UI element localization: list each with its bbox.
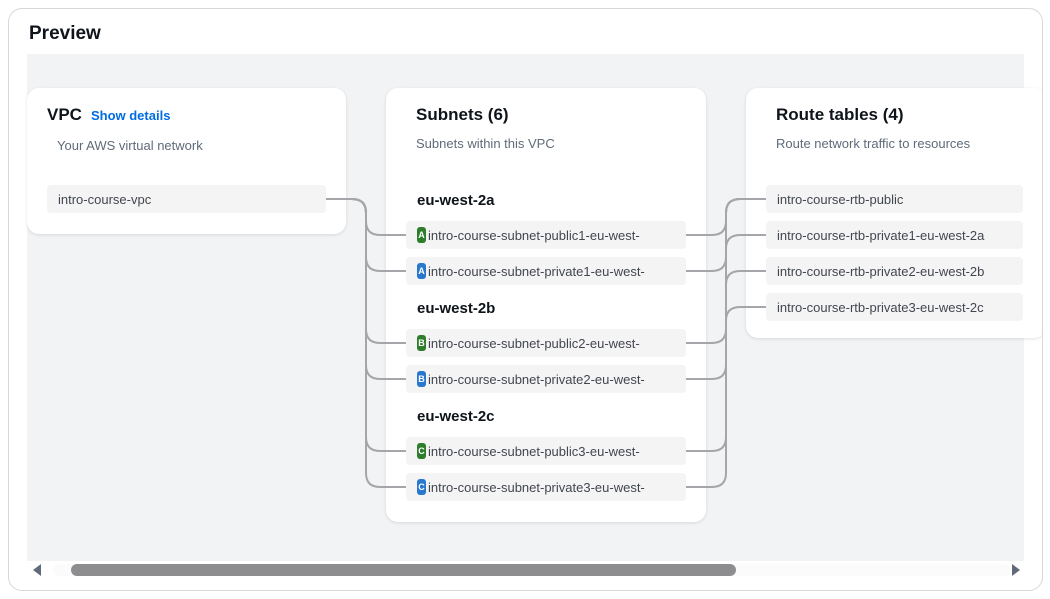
rtb-item-public: intro-course-rtb-public (766, 185, 1023, 213)
route-tables-card-title: Route tables (4) (776, 105, 904, 124)
vpc-item-label: intro-course-vpc (58, 191, 152, 207)
scrollbar-thumb[interactable] (71, 564, 736, 576)
subnet-item-public3: C intro-course-subnet-public3-eu-west- (406, 437, 686, 465)
private-subnet-badge-icon: B (417, 371, 426, 387)
subnet-item-label: intro-course-subnet-private2-eu-west- (428, 371, 645, 387)
subnet-item-label: intro-course-subnet-public1-eu-west- (428, 227, 640, 243)
subnet-item-label: intro-course-subnet-public2-eu-west- (428, 335, 640, 351)
public-subnet-badge-icon: A (417, 227, 426, 243)
rtb-item-label: intro-course-rtb-private3-eu-west-2c (777, 299, 984, 315)
subnet-item-public1: A intro-course-subnet-public1-eu-west- (406, 221, 686, 249)
subnets-card-subtitle: Subnets within this VPC (416, 136, 555, 151)
page-title: Preview (29, 23, 101, 44)
subnet-item-private1: A intro-course-subnet-private1-eu-west- (406, 257, 686, 285)
rtb-item-private1: intro-course-rtb-private1-eu-west-2a (766, 221, 1023, 249)
public-subnet-badge-icon: B (417, 335, 426, 351)
rtb-item-label: intro-course-rtb-private1-eu-west-2a (777, 227, 985, 243)
rtb-item-label: intro-course-rtb-private2-eu-west-2b (777, 263, 985, 279)
subnet-item-label: intro-course-subnet-public3-eu-west- (428, 443, 640, 459)
private-subnet-badge-icon: A (417, 263, 426, 279)
route-tables-card: Route tables (4) Route network traffic t… (746, 88, 1042, 338)
public-subnet-badge-icon: C (417, 443, 426, 459)
vpc-card-title: VPC (47, 105, 82, 124)
subnet-item-private3: C intro-course-subnet-private3-eu-west- (406, 473, 686, 501)
scroll-right-icon[interactable] (1012, 564, 1020, 576)
preview-window: Preview VPC Show details Your AWS virtua… (8, 8, 1043, 591)
subnet-item-label: intro-course-subnet-private3-eu-west- (428, 479, 645, 495)
vpc-card: VPC Show details Your AWS virtual networ… (27, 88, 346, 234)
show-details-link[interactable]: Show details (90, 108, 171, 123)
route-tables-card-subtitle: Route network traffic to resources (776, 136, 971, 151)
scroll-left-icon[interactable] (33, 564, 41, 576)
vpc-item: intro-course-vpc (47, 185, 326, 213)
subnet-item-private2: B intro-course-subnet-private2-eu-west- (406, 365, 686, 393)
rtb-item-private3: intro-course-rtb-private3-eu-west-2c (766, 293, 1023, 321)
az-header-2b: eu-west-2b (417, 300, 496, 317)
horizontal-scrollbar (27, 561, 1024, 579)
rtb-item-label: intro-course-rtb-public (777, 191, 904, 207)
subnet-item-label: intro-course-subnet-private1-eu-west- (428, 263, 645, 279)
az-header-2c: eu-west-2c (417, 408, 495, 425)
subnet-item-public2: B intro-course-subnet-public2-eu-west- (406, 329, 686, 357)
private-subnet-badge-icon: C (417, 479, 426, 495)
rtb-item-private2: intro-course-rtb-private2-eu-west-2b (766, 257, 1023, 285)
subnets-card-title: Subnets (6) (416, 105, 509, 124)
az-header-2a: eu-west-2a (417, 192, 495, 209)
subnets-card: Subnets (6) Subnets within this VPC eu-w… (386, 88, 706, 522)
vpc-card-subtitle: Your AWS virtual network (57, 138, 203, 153)
preview-canvas: VPC Show details Your AWS virtual networ… (27, 54, 1042, 561)
